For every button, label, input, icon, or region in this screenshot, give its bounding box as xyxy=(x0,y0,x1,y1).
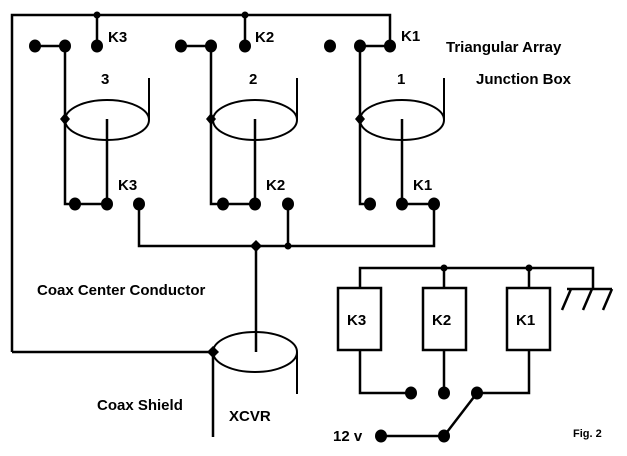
relay-common-wire xyxy=(358,266,595,288)
top-bus-wire xyxy=(10,13,392,352)
xcvr-label: XCVR xyxy=(229,408,271,425)
junction-dot xyxy=(525,264,533,272)
k2-bottom-label: K2 xyxy=(266,177,285,194)
k3-coil-bottom-wire xyxy=(358,350,411,395)
junction-dot xyxy=(284,242,292,250)
junction-dot xyxy=(440,264,448,272)
diagram-title: Triangular Array xyxy=(446,39,562,56)
coax-1-label: 1 xyxy=(397,71,405,88)
coax-center-conductor-label: Coax Center Conductor xyxy=(37,282,206,299)
selector-switch xyxy=(405,386,483,443)
relay-k2-top-contacts: K2 xyxy=(175,15,274,53)
k1-coil-bottom-wire xyxy=(477,350,531,395)
k1-top-label: K1 xyxy=(401,28,420,45)
bottom-bus-wire xyxy=(137,204,436,248)
k2-top-label: K2 xyxy=(255,29,274,46)
supply-voltage-label: 12 v xyxy=(333,428,363,445)
coax-3-label: 3 xyxy=(101,71,109,88)
figure-label: Fig. 2 xyxy=(573,428,602,440)
relay-coil-k3: K3 xyxy=(336,286,383,352)
switch-arm xyxy=(443,392,478,437)
k3-top-label: K3 xyxy=(108,29,127,46)
switch-contact-k3 xyxy=(405,386,417,400)
relay-coil-k1-label: K1 xyxy=(516,312,535,329)
relay-k3-top-contacts: K3 xyxy=(29,15,127,53)
relay-coil-k2-label: K2 xyxy=(432,312,451,329)
xcvr-coax xyxy=(12,246,298,437)
relay-k2-bottom-contacts: K2 xyxy=(217,177,294,211)
relay-coil-k3-label: K3 xyxy=(347,312,366,329)
diagram-subtitle: Junction Box xyxy=(476,71,572,88)
k1-bottom-label: K1 xyxy=(413,177,432,194)
relay-coil-k2: K2 xyxy=(421,286,468,352)
k3-bottom-label: K3 xyxy=(118,177,137,194)
switch-contact-k2 xyxy=(438,386,450,400)
supply-terminal xyxy=(375,429,387,443)
ground-icon xyxy=(560,287,614,311)
coax-3: 3 xyxy=(60,46,150,206)
coax-2-label: 2 xyxy=(249,71,257,88)
relay-k1-top-contacts: K1 xyxy=(324,28,420,53)
coax-shield-label: Coax Shield xyxy=(97,397,183,414)
relay-coil-k1: K1 xyxy=(505,286,552,352)
